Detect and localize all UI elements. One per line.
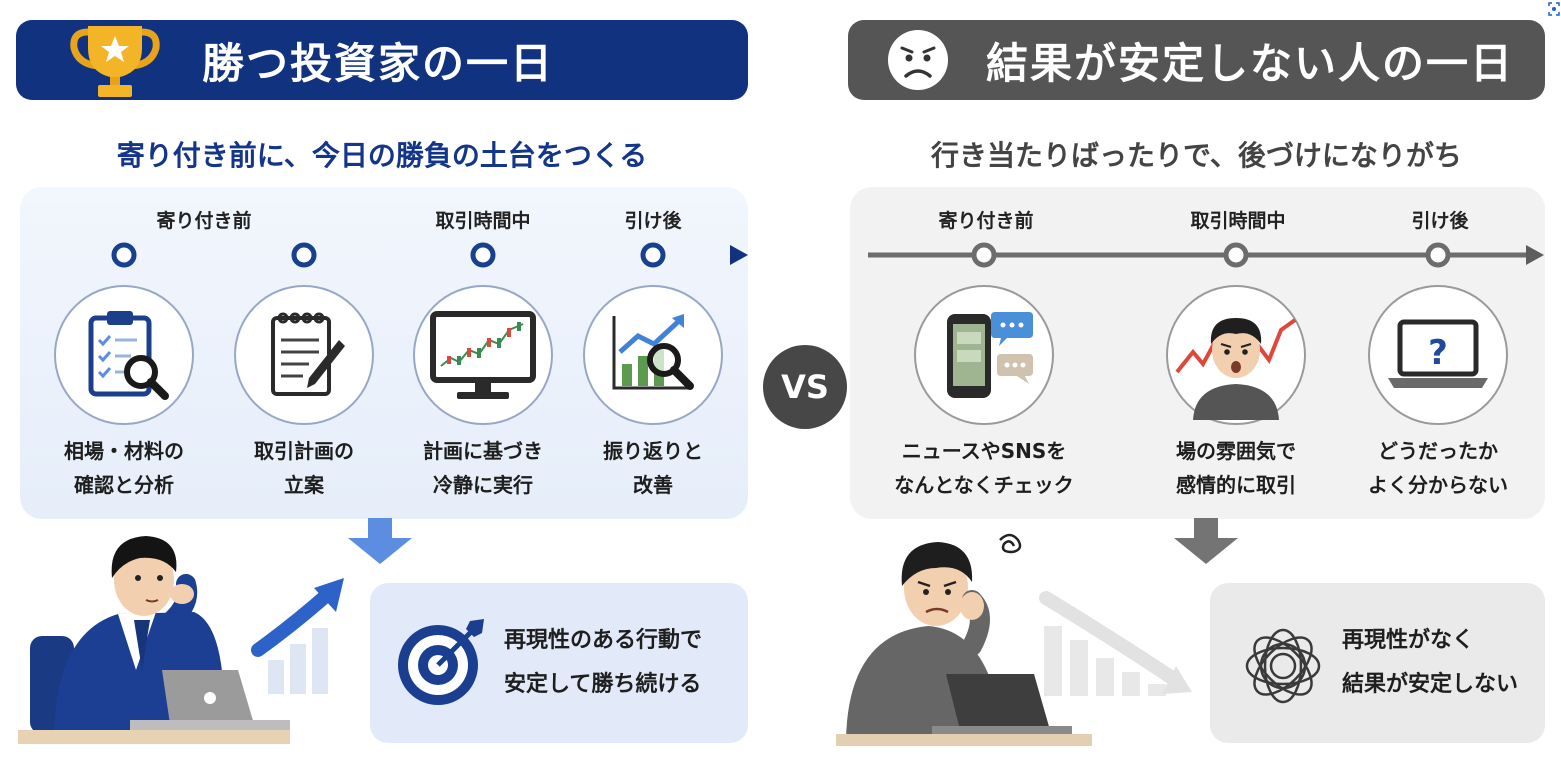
- target-icon: [398, 619, 484, 705]
- left-step-3: [413, 285, 553, 425]
- left-step-3-label: 計画に基づき冷静に実行: [423, 439, 543, 497]
- left-result-box: 再現性のある行動で 安定して勝ち続ける: [370, 583, 748, 743]
- left-title: 勝つ投資家の一日: [202, 38, 555, 88]
- notepad-pen-icon: [271, 312, 345, 396]
- right-step-1-label: ニュースやSNSをなんとなくチェック: [894, 439, 1074, 497]
- left-phase-close: 引け後: [624, 210, 682, 232]
- right-phase-session: 取引時間中: [1190, 210, 1286, 232]
- right-phase-close: 引け後: [1411, 210, 1469, 232]
- right-step-1: [914, 285, 1054, 425]
- laptop-question-icon: ?: [1388, 319, 1488, 388]
- right-step-2: [1166, 285, 1306, 425]
- left-step-4: [583, 285, 723, 425]
- right-phase-premarket: 寄り付き前: [938, 210, 1034, 232]
- right-subtitle: 行き当たりばったりで、後づけになりがち: [931, 139, 1462, 172]
- left-subtitle: 寄り付き前に、今日の勝負の土台をつくる: [116, 139, 648, 172]
- right-step-3-label: どうだったかよく分からない: [1368, 439, 1508, 497]
- right-down-arrow-icon: [1174, 518, 1238, 564]
- monitor-chart-icon: [430, 311, 536, 399]
- worried-trader-icon: [1175, 318, 1297, 420]
- right-step-3: ?: [1368, 285, 1508, 425]
- left-result-text: 再現性のある行動で 安定して勝ち続ける: [504, 628, 703, 697]
- right-banner: 結果が安定しない人の一日: [848, 20, 1545, 100]
- clipboard-search-icon: [88, 311, 169, 400]
- left-banner: 勝つ投資家の一日: [16, 20, 748, 100]
- left-step-1: [54, 285, 194, 425]
- svg-text:?: ?: [1428, 333, 1448, 373]
- phone-chat-icon: [947, 312, 1033, 398]
- right-title: 結果が安定しない人の一日: [986, 38, 1515, 88]
- left-phase-session: 取引時間中: [435, 210, 531, 232]
- left-down-arrow-icon: [348, 518, 412, 564]
- tangled-circles-icon: [1245, 628, 1321, 704]
- right-result-box: 再現性がなく 結果が安定しない: [1210, 583, 1545, 743]
- stressed-trader-illustration: [836, 533, 1192, 746]
- left-phase-premarket: 寄り付き前: [156, 210, 252, 232]
- sad-face-icon: [888, 30, 948, 90]
- left-step-4-label: 振り返りと改善: [603, 439, 703, 497]
- confident-investor-illustration: [18, 536, 344, 744]
- left-step-2-label: 取引計画の立案: [254, 439, 354, 497]
- left-step-1-label: 相場・材料の確認と分析: [64, 439, 184, 497]
- right-step-2-label: 場の雰囲気で感情的に取引: [1176, 439, 1296, 497]
- left-step-2: [234, 285, 374, 425]
- capture-corner-icon[interactable]: [1548, 2, 1560, 16]
- vs-badge: VS: [763, 345, 847, 429]
- chart-magnifier-icon: [612, 314, 694, 390]
- right-result-text: 再現性がなく 結果が安定しない: [1342, 628, 1519, 697]
- trophy-icon: [70, 26, 160, 97]
